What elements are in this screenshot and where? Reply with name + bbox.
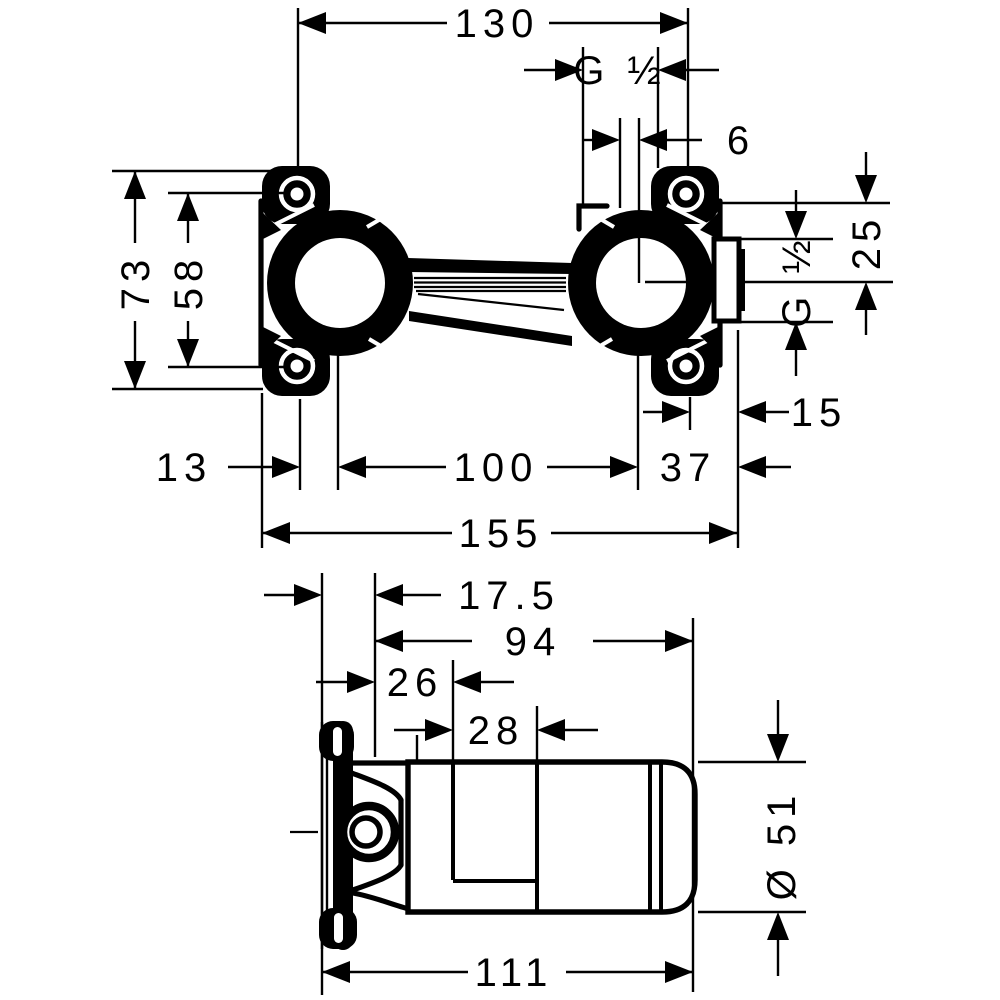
dim-58-label: 58 [167, 254, 211, 311]
side-view-part [290, 721, 698, 950]
left-supply-opening [295, 238, 385, 328]
connecting-pipe [408, 258, 572, 346]
dimensions-top-view: 130 G ½ 6 73 [112, 2, 893, 556]
dim-15-label: 15 [791, 391, 848, 435]
dim-26-label: 26 [387, 661, 444, 705]
dim-94-label: 94 [505, 620, 562, 664]
dim-37-label: 37 [660, 446, 717, 490]
mounting-hole-top-right [667, 175, 705, 213]
dim-15: 15 [643, 330, 848, 548]
top-view-part [258, 166, 745, 396]
dim-dia-51-label: Ø 51 [760, 790, 804, 901]
dim-58: 58 [167, 191, 284, 369]
dim-28: 28 [394, 706, 598, 760]
dim-g12-inlet-label: G ½ [573, 49, 667, 93]
dim-17-5-label: 17.5 [458, 574, 560, 618]
dim-28-label: 28 [468, 709, 525, 753]
dim-g12-outlet-label: G ½ [775, 234, 819, 328]
body [405, 735, 698, 915]
dim-155: 155 [262, 512, 737, 556]
dim-6-label: 6 [727, 119, 755, 163]
dim-130: 130 [296, 2, 690, 168]
dim-dia-51: Ø 51 [698, 700, 806, 976]
right-flange [568, 166, 745, 396]
dim-100-label: 100 [454, 446, 539, 490]
dim-73-label: 73 [114, 254, 158, 311]
dim-17-5: 17.5 [264, 573, 560, 995]
dim-130-label: 130 [455, 2, 540, 46]
left-flange [258, 166, 413, 396]
dim-73: 73 [112, 169, 300, 391]
dim-6: 6 [582, 118, 755, 283]
connection-boss [290, 801, 400, 863]
dim-chain-13-100-37: 13 100 37 [156, 352, 791, 548]
right-supply-opening [596, 238, 686, 328]
dim-94: 94 [375, 618, 695, 992]
mounting-hole-bottom-right [667, 347, 705, 385]
dim-g12-outlet: G ½ [741, 190, 833, 376]
dim-g12-inlet: G ½ [524, 47, 719, 205]
outlet-port [711, 236, 745, 324]
dim-25-label: 25 [845, 214, 889, 271]
dim-111: 111 [322, 951, 693, 995]
funnel [346, 760, 413, 912]
dim-155-label: 155 [459, 512, 544, 556]
dim-26: 26 [316, 660, 514, 760]
dim-111-label: 111 [475, 951, 554, 995]
housing-step [576, 203, 610, 232]
dimensions-side-view: 17.5 94 26 28 [264, 573, 806, 995]
dim-25: 25 [645, 152, 893, 335]
dim-13-label: 13 [156, 446, 213, 490]
